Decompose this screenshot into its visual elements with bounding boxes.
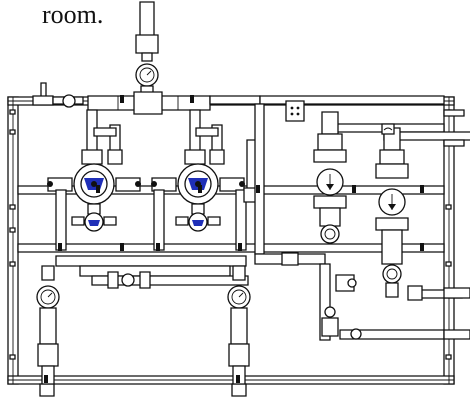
pump-left (47, 110, 141, 231)
electrical-outlet-icon (286, 101, 304, 121)
pump-right (151, 110, 245, 231)
frame-bolts (10, 110, 451, 359)
flowmeter-left (314, 112, 346, 243)
flowmeter-right (376, 128, 408, 297)
top-inlet (136, 2, 158, 98)
gauge-center (282, 253, 422, 339)
right-section-piping (255, 96, 470, 340)
top-left-valve (33, 83, 83, 107)
pipe-clamps (44, 95, 424, 383)
lower-left-branch (37, 266, 59, 384)
water-heater-icon (382, 124, 394, 134)
bypass-piping (56, 256, 248, 288)
caption-text: room. (42, 0, 104, 29)
top-header (88, 92, 260, 114)
lower-right-branch (228, 266, 250, 384)
